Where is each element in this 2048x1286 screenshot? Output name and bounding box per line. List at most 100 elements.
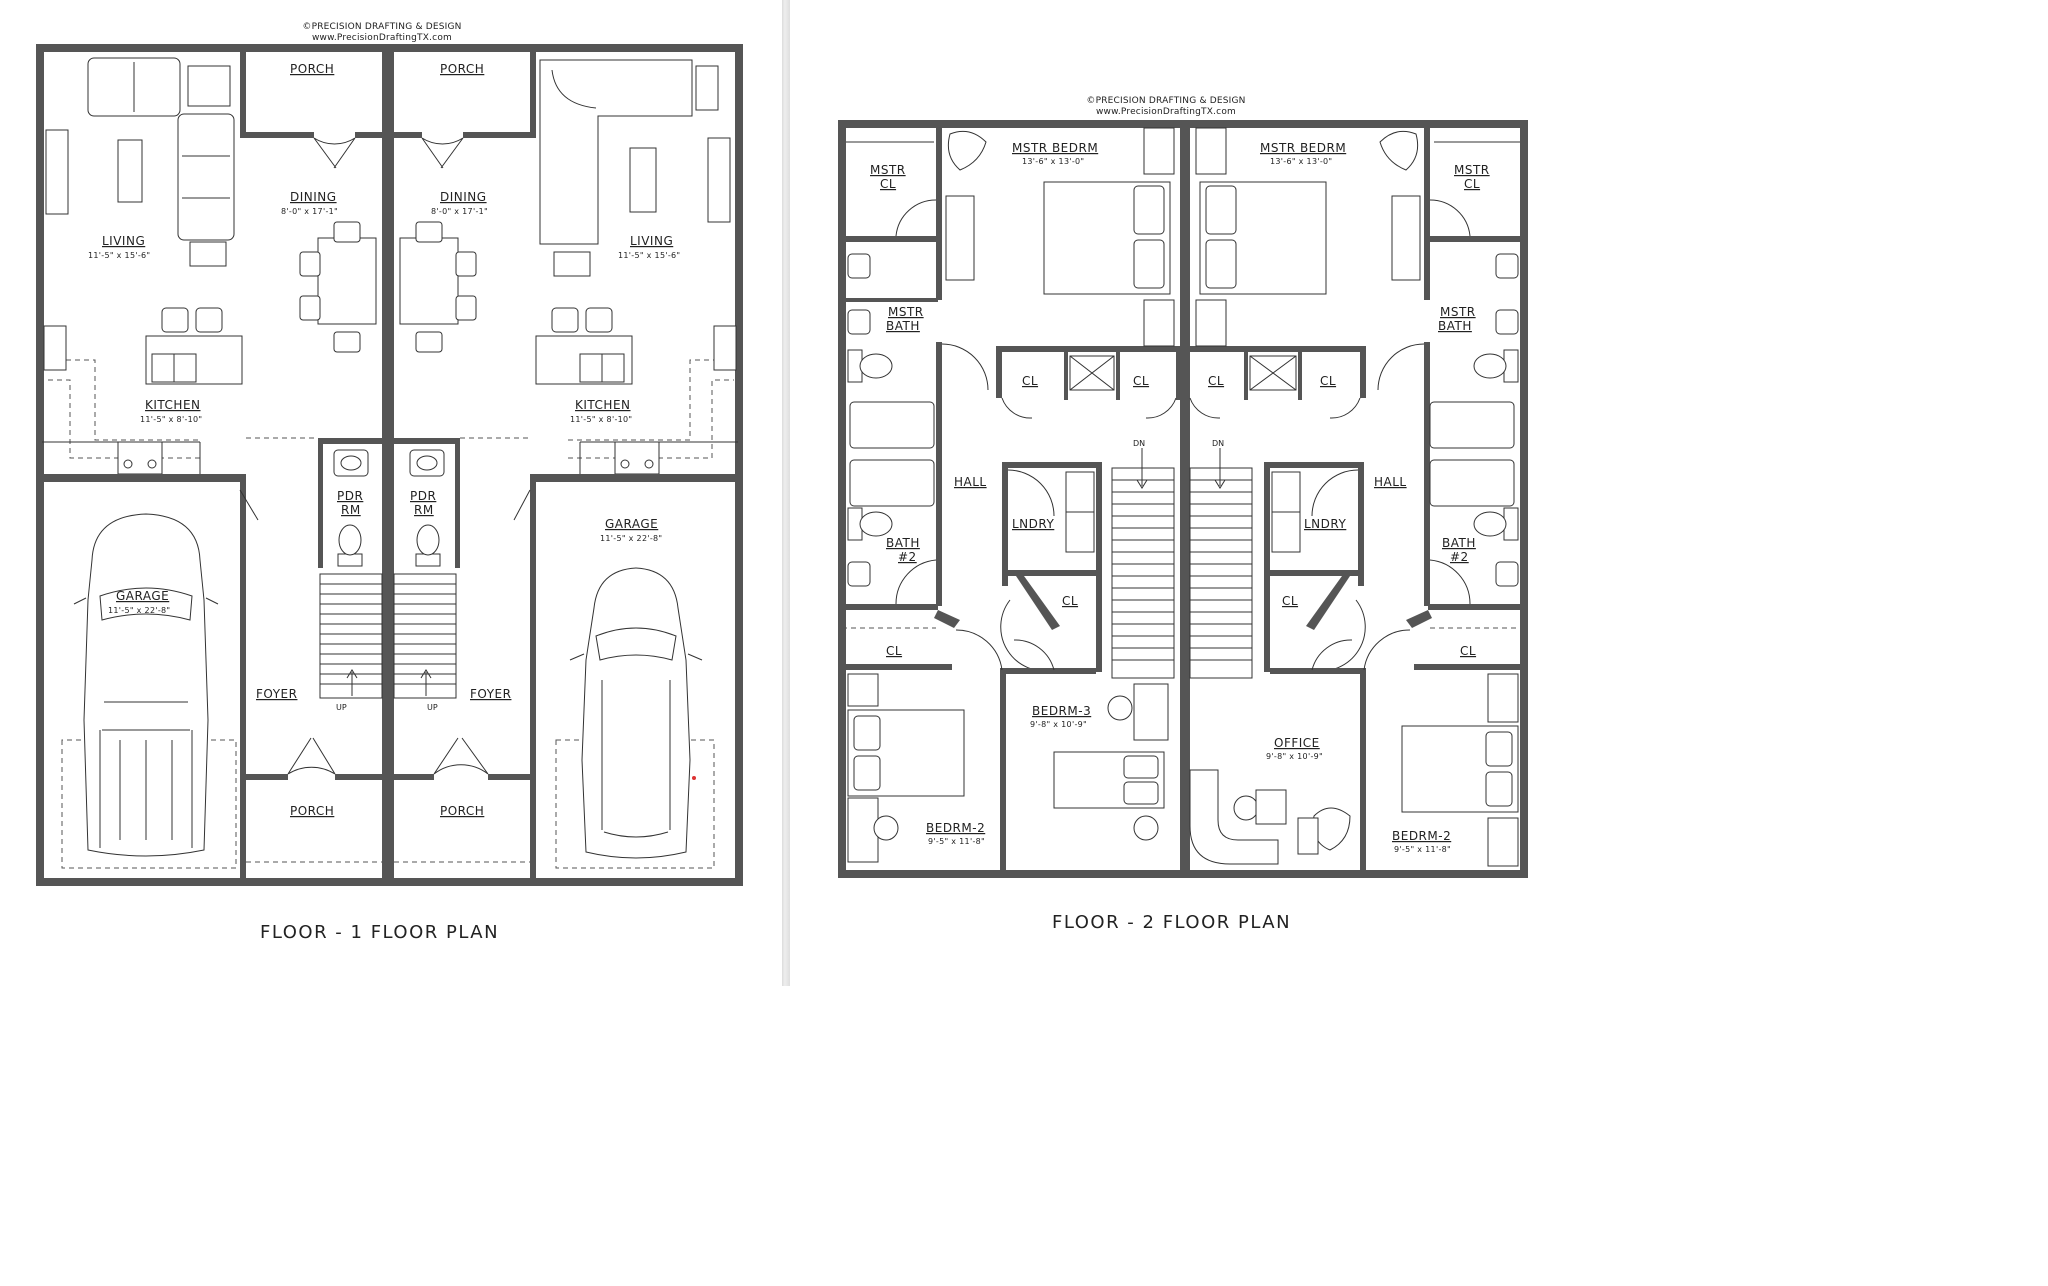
wall: [1424, 124, 1430, 300]
wall: [240, 474, 246, 774]
room-label: PORCH: [290, 804, 334, 818]
wall: [1096, 462, 1102, 672]
copyright-block: ©PRECISION DRAFTING & DESIGN www.Precisi…: [1066, 96, 1266, 118]
room-label: OFFICE: [1274, 736, 1320, 750]
room-label: DINING: [440, 190, 487, 204]
room-label: GARAGE: [605, 517, 658, 531]
room-label: PORCH: [290, 62, 334, 76]
nightstand: [847, 673, 879, 707]
bathtub: [849, 401, 935, 449]
wall: [1306, 576, 1350, 630]
room-dim: 11'-5" x 8'-10": [570, 415, 632, 424]
stair-label: DN: [1133, 439, 1145, 448]
coffee-table: [629, 147, 657, 213]
room-label: BATH: [1438, 319, 1472, 333]
room-label: HALL: [954, 475, 987, 489]
bar-stool: [195, 307, 223, 333]
room-label: BEDRM-3: [1032, 704, 1091, 718]
room-label: CL: [1460, 644, 1476, 658]
room-label: FOYER: [256, 687, 297, 701]
floor-1-plan: PORCH PORCH DINING 8'-0" x 17'-1" DINING…: [36, 44, 743, 886]
room-label: MSTR: [1440, 305, 1476, 319]
wall: [240, 132, 314, 138]
room-dim: 11'-5" x 15'-6": [618, 251, 680, 260]
room-dim: 9'-8" x 10'-9": [1266, 752, 1323, 761]
suv-right: [569, 567, 703, 859]
floor-1-title: FLOOR - 1 FLOOR PLAN: [260, 922, 500, 943]
wall: [842, 236, 938, 242]
floor-2-plan: MSTR CL MSTR CL MSTR BEDRM 13'-6" x 13'-…: [838, 120, 1528, 878]
wall: [530, 774, 536, 882]
bar-stool: [551, 307, 579, 333]
counter-outline: [48, 359, 734, 441]
dining-table: [317, 237, 377, 325]
wall: [530, 474, 536, 774]
wall: [1002, 462, 1008, 586]
wall: [1264, 570, 1364, 576]
ottoman: [189, 241, 227, 267]
copyright-url: www.PrecisionDraftingTX.com: [311, 33, 453, 43]
stair-treads: [394, 583, 456, 685]
lavatory: [333, 449, 369, 477]
wall: [1264, 462, 1270, 672]
wall: [240, 44, 246, 138]
wall: [1298, 352, 1302, 400]
room-label: CL: [1133, 374, 1149, 388]
door-swing: [1001, 397, 1361, 419]
wall: [936, 342, 942, 606]
wall: [1360, 668, 1366, 874]
room-label: RM: [414, 503, 434, 517]
lavatory: [1495, 253, 1519, 279]
door-swing: [313, 137, 356, 169]
stair: [1111, 467, 1175, 679]
door-swing: [433, 737, 489, 775]
room-label: CL: [886, 644, 902, 658]
room-label: CL: [1062, 594, 1078, 608]
toilet: [337, 553, 363, 567]
desk-chair: [873, 815, 899, 841]
wall: [1430, 236, 1524, 242]
stair-arrow: [1136, 448, 1226, 489]
room-label: CL: [1208, 374, 1224, 388]
copyright-url: www.PrecisionDraftingTX.com: [1095, 107, 1237, 117]
stair-label: UP: [336, 703, 347, 712]
door-swing: [955, 629, 1411, 671]
wall: [392, 132, 422, 138]
sectional-arc: [551, 69, 597, 109]
desk-chair: [1107, 695, 1133, 721]
room-label: CL: [1320, 374, 1336, 388]
door-swing: [1007, 469, 1359, 517]
party-wall: [382, 44, 394, 886]
truck-left: [73, 513, 219, 857]
page-gutter: [780, 0, 792, 986]
wall: [1000, 668, 1006, 874]
room-label: BATH: [886, 536, 920, 550]
wall: [335, 774, 382, 780]
room-label: RM: [341, 503, 361, 517]
room-label: BATH: [886, 319, 920, 333]
room-label: LNDRY: [1012, 517, 1054, 531]
room-label: LIVING: [630, 234, 673, 248]
stair: [1189, 467, 1253, 679]
stair: [319, 573, 383, 699]
range: [614, 441, 660, 475]
room-label: MSTR: [1454, 163, 1490, 177]
door-swing: [287, 737, 336, 775]
lavatory: [847, 309, 871, 335]
room-label: MSTR: [888, 305, 924, 319]
wall: [1116, 352, 1120, 400]
lavatory: [1495, 309, 1519, 335]
stair: [393, 573, 457, 699]
room-dim: 13'-6" x 13'-0": [1022, 157, 1084, 166]
cabinet: [1297, 817, 1319, 855]
wall: [318, 438, 382, 444]
bathtub: [849, 459, 935, 507]
nightstand: [1195, 299, 1227, 347]
coffee-table: [117, 139, 143, 203]
room-dim: 8'-0" x 17'-1": [431, 207, 488, 216]
wall: [1002, 570, 1102, 576]
wall: [1270, 668, 1360, 674]
refrigerator: [713, 325, 737, 371]
tv-console: [707, 137, 731, 223]
room-dim: 13'-6" x 13'-0": [1270, 157, 1332, 166]
